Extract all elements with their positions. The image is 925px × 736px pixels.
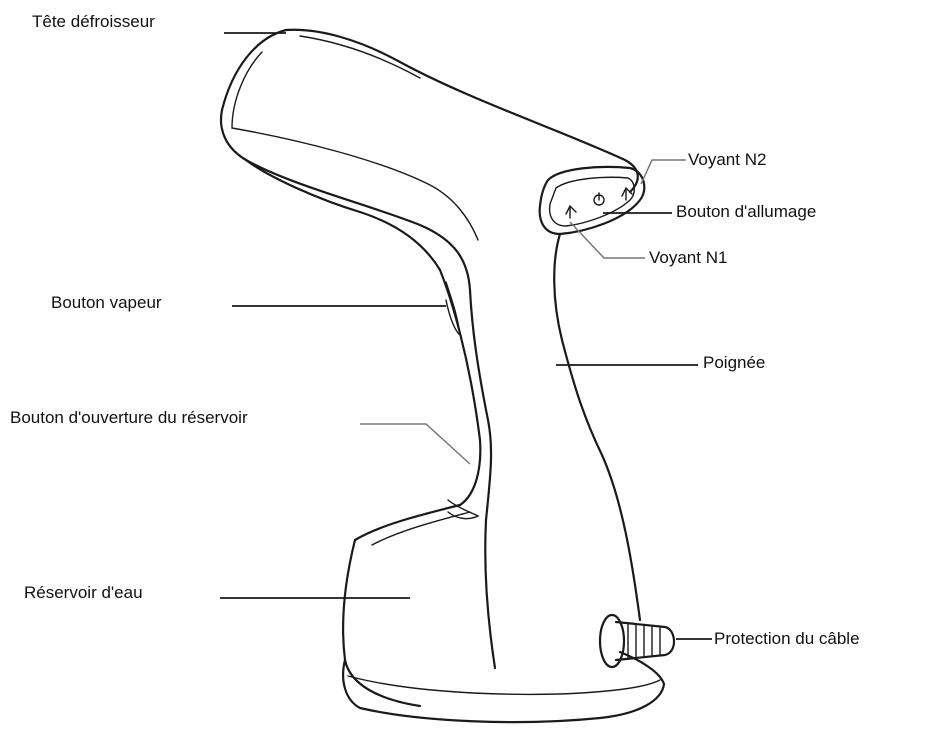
label-water-tank: Réservoir d'eau — [24, 583, 143, 603]
label-steam-button: Bouton vapeur — [51, 293, 162, 313]
head-shell-outline — [221, 30, 638, 668]
base-inner-line — [348, 676, 660, 694]
label-tank-release: Bouton d'ouverture du réservoir — [10, 408, 248, 428]
handle-front-outline — [246, 160, 480, 505]
label-head: Tête défroisseur — [32, 12, 155, 32]
leader-led-n2 — [641, 160, 686, 184]
control-panel-inner — [550, 177, 635, 226]
head-inner-line — [232, 52, 478, 240]
handle-back-outline — [554, 234, 640, 620]
base-outline — [343, 652, 664, 722]
label-led-n1: Voyant N1 — [649, 248, 727, 268]
label-led-n2: Voyant N2 — [688, 150, 766, 170]
led-n1-icon — [566, 206, 576, 218]
water-tank-outline — [343, 505, 460, 706]
led-n2-icon — [622, 188, 632, 200]
cable-guard-ribs — [628, 624, 660, 658]
label-cable-guard: Protection du câble — [714, 629, 860, 649]
label-power-button: Bouton d'allumage — [676, 202, 816, 222]
label-handle: Poignée — [703, 353, 765, 373]
leader-tank-release — [360, 424, 470, 464]
leader-led-n1 — [570, 222, 645, 258]
